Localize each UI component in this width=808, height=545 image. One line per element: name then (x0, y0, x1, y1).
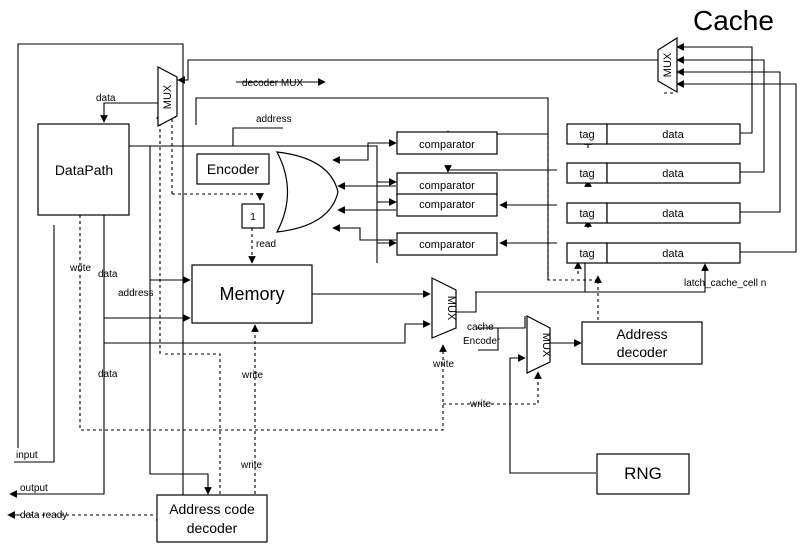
constant-block (241, 203, 265, 229)
address-code-decoder-block (156, 494, 268, 543)
cache-cell-3-data (606, 202, 741, 224)
address-decoder-block (581, 321, 703, 365)
rng-block (596, 453, 690, 495)
or-gate (275, 151, 339, 233)
encoder-block (196, 153, 270, 185)
datapath-block (37, 123, 130, 216)
cache-cell-1-data (606, 123, 741, 145)
label-data-mid: data (98, 269, 118, 280)
diagram-title: Cache (693, 5, 774, 36)
label-decoder-mux: decoder MUX (242, 78, 303, 89)
label-cache-encoder-2: Encoder (463, 336, 501, 347)
label-address-memory: address (118, 288, 154, 299)
encoder-label: Encoder (207, 161, 259, 177)
comparator-1 (396, 131, 498, 155)
wire-cache-select (547, 135, 598, 281)
label-output: output (20, 483, 48, 494)
label-write-mux: write (432, 359, 455, 370)
wire-addr-code (149, 280, 212, 495)
label-address-top: address (256, 114, 292, 125)
label-cache-encoder-1: cache (467, 322, 494, 333)
control-wires (7, 92, 676, 519)
cache-cell-3-tag-label: tag (579, 208, 594, 220)
cache-cell-1-tag-label: tag (579, 129, 594, 141)
wire-cell2-mux (676, 56, 765, 173)
wire-cmp4-or (332, 224, 396, 241)
label-read: read (256, 239, 276, 250)
cache-cell-1-data-label: data (662, 129, 684, 141)
mux-memory-data-label: MUX (445, 296, 457, 321)
label-input: input (16, 450, 38, 461)
cache-cell-4-data (606, 242, 741, 264)
cache-cell-2-data-label: data (662, 168, 684, 180)
wire-cmp1-or (332, 142, 396, 164)
address-decoder-label-2: decoder (617, 344, 668, 360)
mux-memory-data (431, 277, 457, 339)
wire-encoder-mux2 (476, 316, 526, 329)
mux-cache-output-label: MUX (662, 52, 674, 77)
mux-datapath (157, 66, 178, 127)
wires (9, 43, 797, 521)
label-write-mux2: write (469, 399, 492, 410)
wire-write-mux-b (79, 215, 447, 431)
label-data-ready: data ready (20, 510, 67, 521)
address-code-decoder-label-1: Address code (169, 501, 255, 517)
cache-cell-2-data (606, 162, 741, 184)
comparator-3-label: comparator (419, 199, 475, 211)
wire-address-bus (129, 145, 378, 263)
mux-cache-output (657, 36, 678, 94)
wire-rng-mux2 (509, 354, 596, 474)
label-latch-cache-cell: latch_cache_cell n (684, 278, 766, 289)
wire-input (14, 225, 55, 463)
wire-mux-cache (456, 251, 589, 313)
wire-addr-memory (149, 146, 191, 284)
comparator-3 (396, 193, 498, 217)
memory-block (191, 264, 313, 324)
rng-label: RNG (624, 464, 662, 483)
wire-output (9, 215, 105, 498)
comparator-4 (396, 232, 498, 256)
label-write-datapath: write (69, 263, 92, 274)
cache-cell-4-data-label: data (662, 248, 684, 260)
mux-datapath-label: MUX (162, 84, 174, 109)
constant-label: 1 (250, 212, 256, 223)
cache-cell-2-tag-label: tag (579, 168, 594, 180)
wire-write-mux2 (443, 371, 542, 405)
comparator-1-label: comparator (419, 139, 475, 151)
wire-encoder-link (478, 328, 499, 351)
wire-tag-cmp2 (444, 165, 557, 173)
mux-encoder-rng (526, 315, 551, 374)
memory-label: Memory (219, 284, 284, 304)
cache-cell-4-tag-label: tag (579, 248, 594, 260)
cache-cell-3-data-label: data (662, 208, 684, 220)
wire-encoder-const (172, 193, 264, 201)
wire-data-mux (104, 320, 431, 344)
comparator-2-label: comparator (419, 180, 475, 192)
datapath-label: DataPath (55, 162, 113, 178)
wire-cell4-mux (676, 80, 797, 253)
wire-latch (475, 263, 709, 293)
wire-cachemux-to-mux (177, 59, 658, 84)
label-data-top: data (96, 93, 116, 104)
label-write-memory: write (241, 370, 264, 381)
label-write-code: write (240, 460, 263, 471)
comparator-4-label: comparator (419, 239, 475, 251)
address-code-decoder-label-2: decoder (187, 520, 238, 536)
wire-cell1-mux (676, 43, 753, 134)
label-data-low: data (98, 369, 118, 380)
mux-encoder-rng-label: MUX (540, 333, 552, 358)
wire-cell3-mux (676, 68, 781, 213)
wire-write-left (165, 353, 221, 494)
wire-encoder-feed (232, 127, 283, 146)
wire-mux-to-datapath (100, 102, 158, 123)
address-decoder-label-1: Address (616, 326, 667, 342)
